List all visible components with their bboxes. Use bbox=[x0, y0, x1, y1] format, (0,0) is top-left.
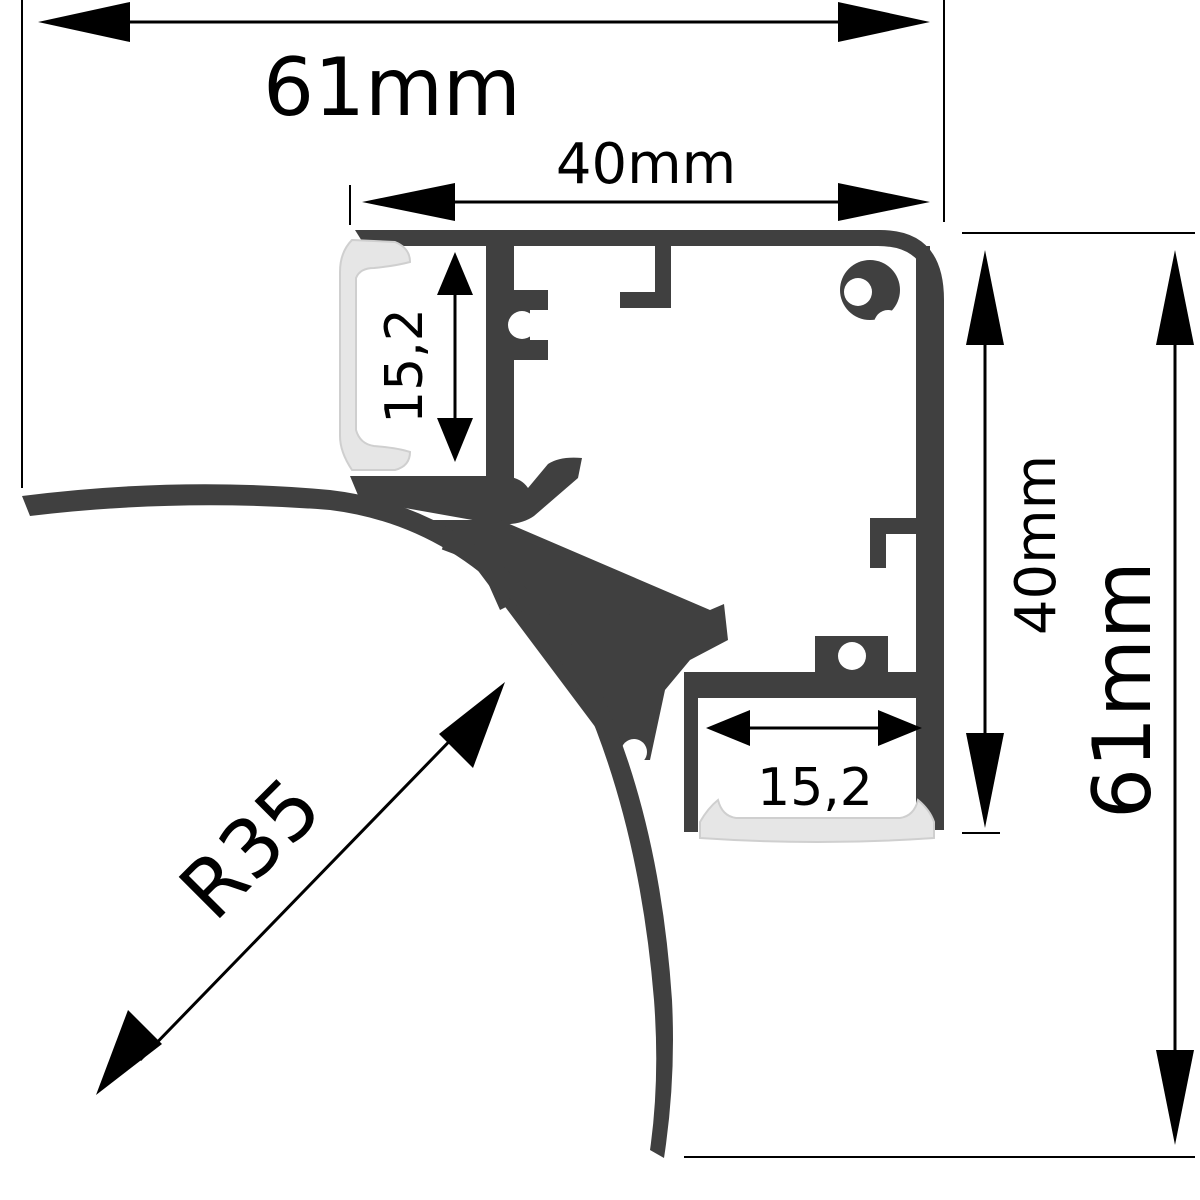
diffuser-bottom-channel bbox=[699, 798, 935, 843]
arrow-left bbox=[362, 183, 455, 221]
aluminium-profile bbox=[22, 230, 944, 1158]
arrow-left bbox=[706, 710, 750, 746]
arrow-right bbox=[838, 183, 930, 221]
clip-tooth-top bbox=[514, 290, 548, 360]
label-inner-width: 40mm bbox=[556, 132, 736, 197]
arrow-top bbox=[1156, 250, 1194, 345]
profile-top-divider bbox=[486, 246, 514, 486]
label-inner-height: 40mm bbox=[1004, 455, 1069, 635]
label-overall-width: 61mm bbox=[263, 41, 521, 134]
dim-radius: R35 bbox=[96, 682, 505, 1095]
label-channel-bottom: 15,2 bbox=[757, 758, 873, 818]
arrow-left bbox=[38, 2, 130, 42]
dim-channel-top: 15,2 bbox=[375, 252, 473, 462]
dim-channel-bottom: 15,2 bbox=[706, 710, 922, 818]
t-slot-right bbox=[870, 518, 916, 568]
label-overall-height: 61mm bbox=[1076, 561, 1169, 819]
arrow-outer bbox=[96, 1010, 162, 1095]
t-slot-top bbox=[620, 246, 671, 308]
profile-bottom-left-wall bbox=[684, 672, 698, 832]
top-channel-lip bbox=[350, 457, 582, 525]
web-hole-b bbox=[621, 739, 647, 765]
screw-hole-bottom bbox=[838, 642, 866, 670]
dim-inner-width: 40mm bbox=[362, 132, 930, 221]
label-radius: R35 bbox=[162, 760, 339, 937]
arrow-right bbox=[838, 2, 930, 42]
dim-overall-height: 61mm bbox=[1076, 250, 1194, 1145]
web-tooth-b bbox=[590, 640, 628, 690]
extension-lines bbox=[21, 0, 1195, 1158]
dim-overall-width: 61mm bbox=[38, 2, 930, 134]
diffuser-top-channel bbox=[339, 238, 412, 471]
arrow-top bbox=[437, 252, 473, 295]
screw-hole-top bbox=[508, 311, 536, 339]
dim-inner-height: 40mm bbox=[966, 250, 1069, 828]
arrow-bottom bbox=[1156, 1050, 1194, 1145]
profile-right-wall bbox=[916, 246, 930, 836]
arrow-top bbox=[966, 250, 1004, 345]
corner-hole-b bbox=[874, 310, 902, 338]
arrow-right bbox=[878, 710, 922, 746]
arrow-bottom bbox=[966, 733, 1004, 828]
diffusers bbox=[339, 238, 935, 843]
label-channel-top: 15,2 bbox=[375, 308, 435, 424]
arrow-inner bbox=[439, 682, 505, 768]
corner-hole-a bbox=[844, 278, 872, 306]
arrow-bottom bbox=[437, 418, 473, 462]
profile-bottom-divider bbox=[692, 672, 930, 698]
